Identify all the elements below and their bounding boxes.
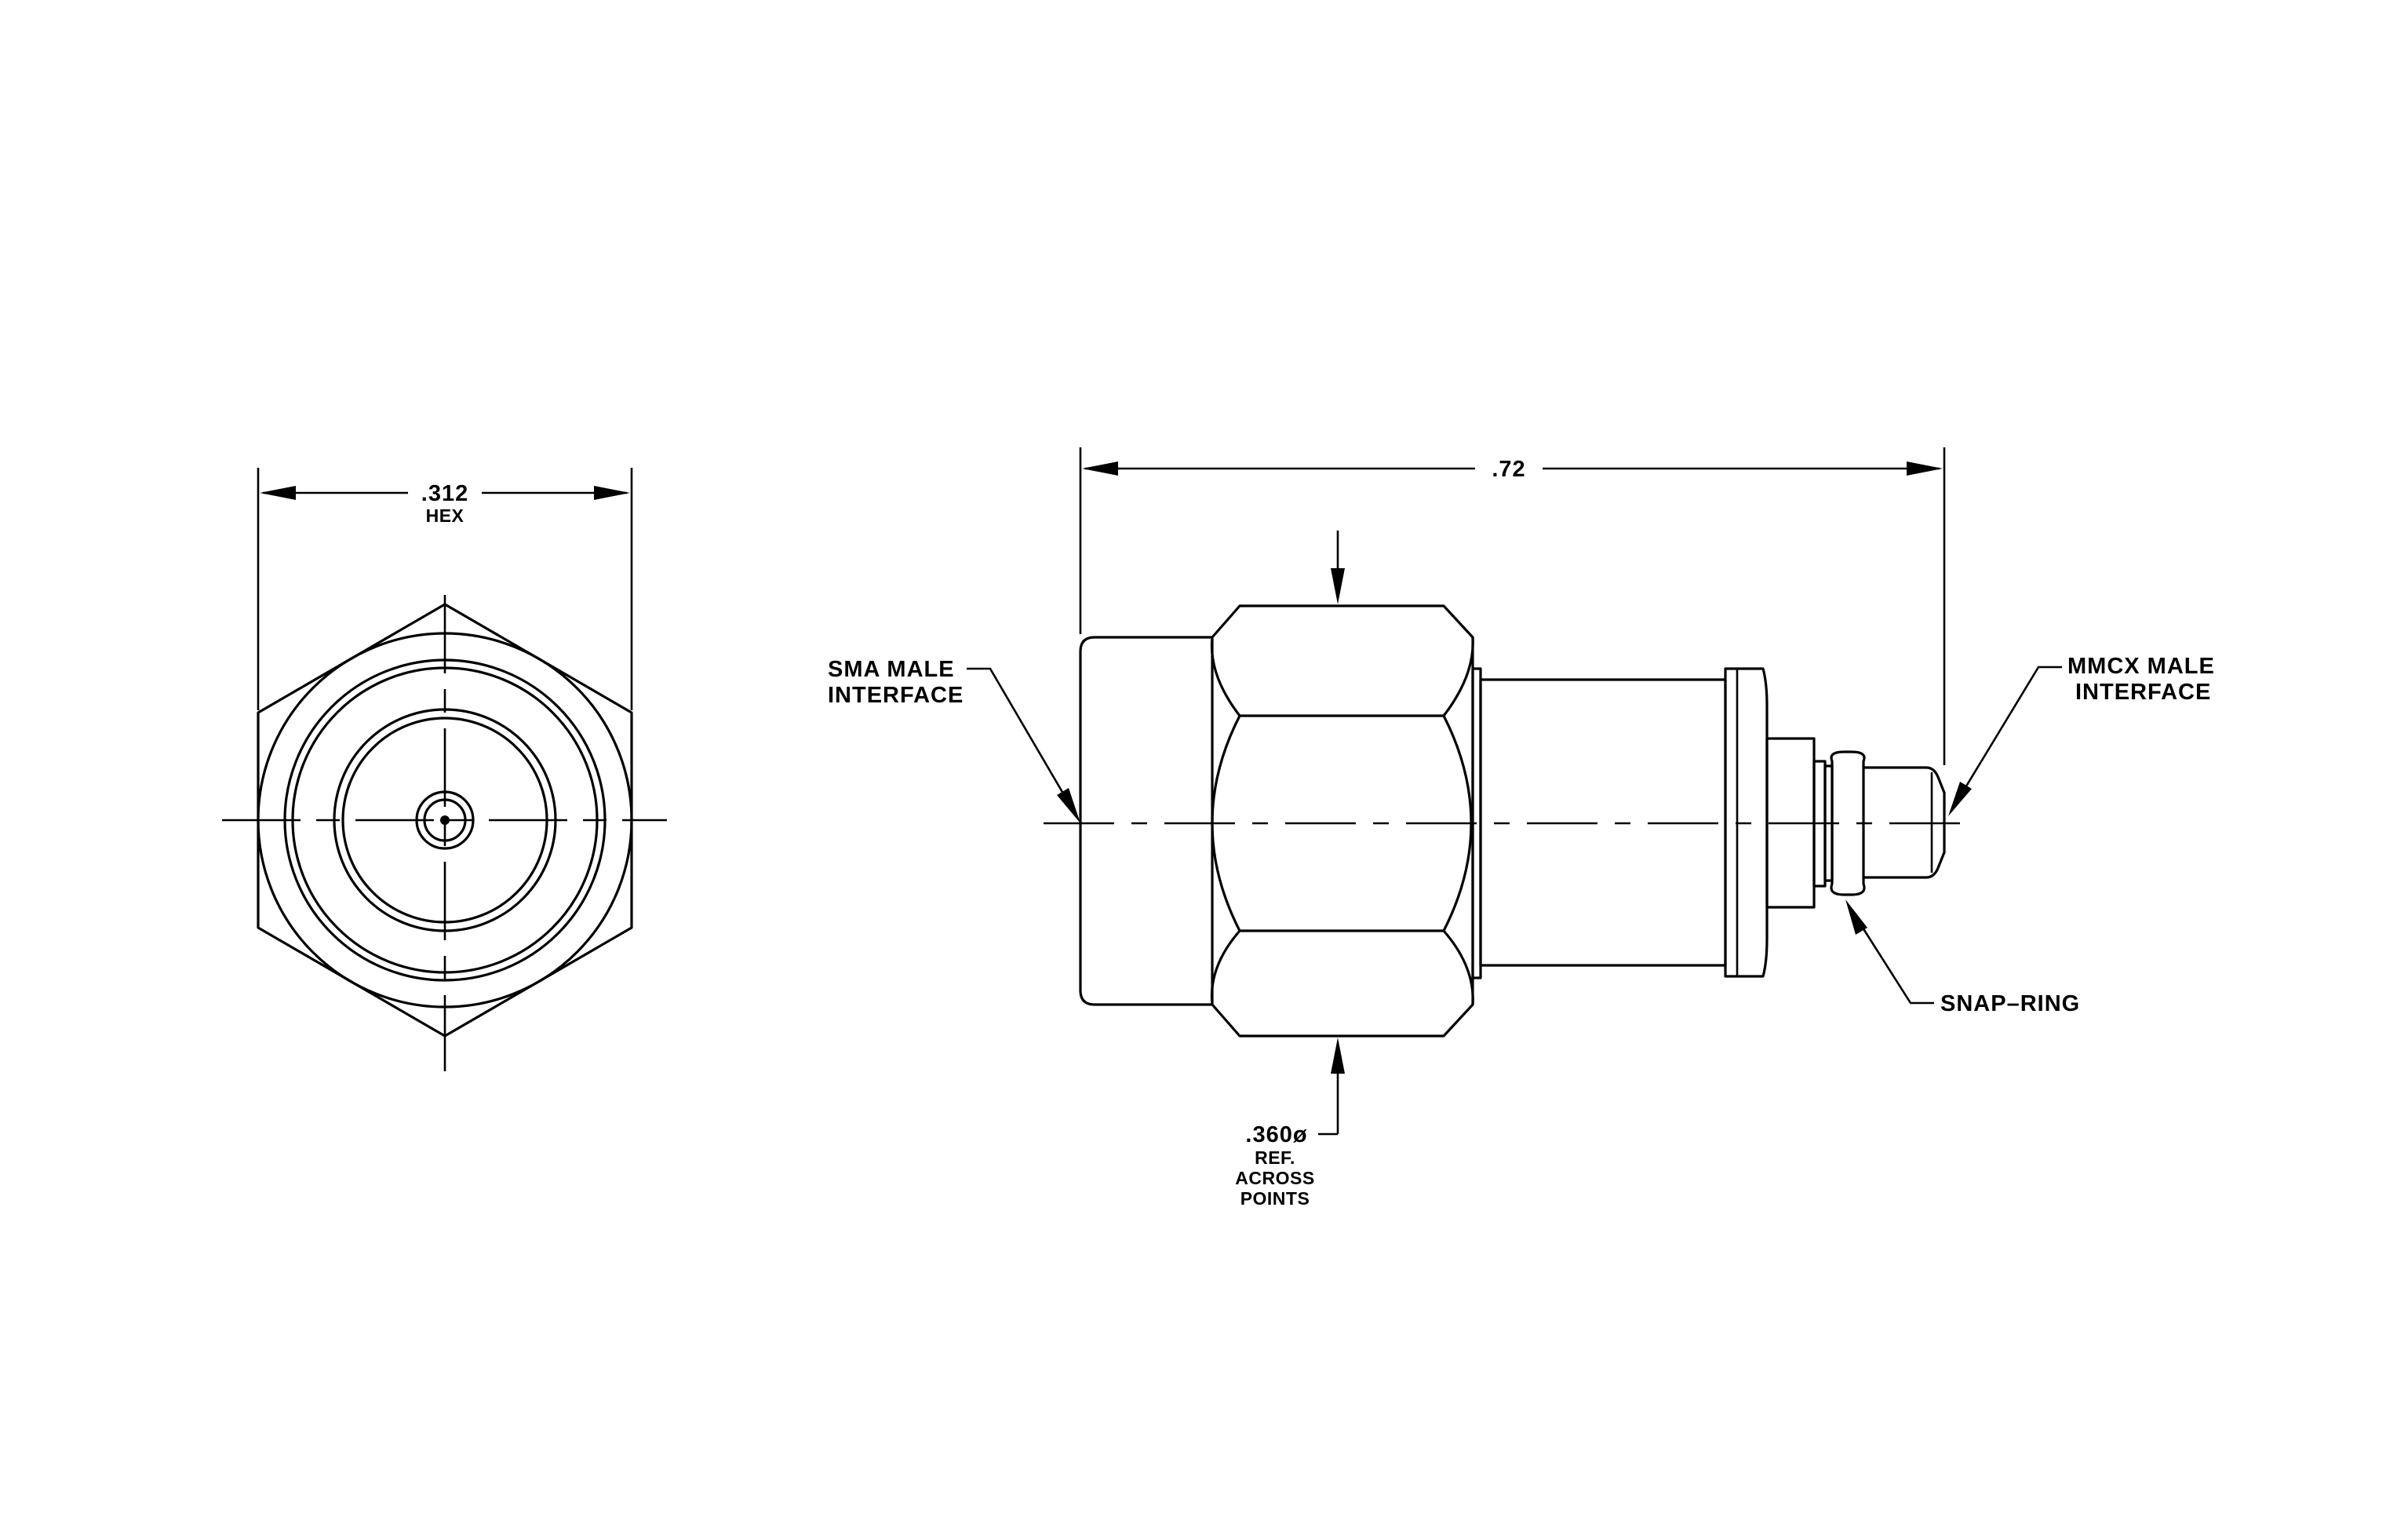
mmcx-callout-line-2: INTERFACE [2075,680,2211,705]
diameter-note-line-1: REF. [1255,1147,1295,1168]
mmcx-leader-arrow [1948,782,1972,816]
snap-ring-leader [1850,910,1934,1005]
flange [1724,667,1769,978]
diameter-arrow-top [1331,568,1345,604]
hex-dimension-value: .312 [421,481,468,506]
sma-callout-line-1: SMA MALE [828,657,955,682]
diameter-note-line-2: ACROSS [1235,1168,1314,1188]
sma-leader-arrow [1057,788,1080,823]
hex-nut-outline [1211,604,1474,1038]
diameter-note-line-3: POINTS [1240,1188,1310,1209]
hex-flat-top-curve [1210,636,1474,717]
length-arrow-right [1907,461,1943,476]
end-view: .312 HEX [222,468,667,1071]
pin-center [440,815,450,825]
diameter-arrow-bottom [1331,1038,1345,1074]
length-arrow-left [1082,461,1118,476]
snap-ring-leader-arrow [1845,899,1867,935]
hex-dimension-label: HEX [426,505,464,526]
hex-arrow-right [594,486,630,500]
snap-ring [1830,750,1866,896]
side-view: .72 .360ø REF. ACROSS POINTS SMA MALE IN… [828,447,2215,1209]
hex-flat-bottom-curve [1210,929,1474,1006]
sma-coupling-body [1079,636,1214,1006]
sma-leader [967,667,1078,817]
mmcx-callout-line-1: MMCX MALE [2067,654,2215,679]
mmcx-leader [1952,666,2062,808]
sma-callout-line-2: INTERFACE [828,683,964,708]
snap-ring-callout: SNAP–RING [1940,991,2080,1016]
diameter-dimension-value: .360ø [1245,1122,1307,1147]
hex-arrow-left [260,486,296,500]
length-dimension-value: .72 [1492,457,1525,482]
